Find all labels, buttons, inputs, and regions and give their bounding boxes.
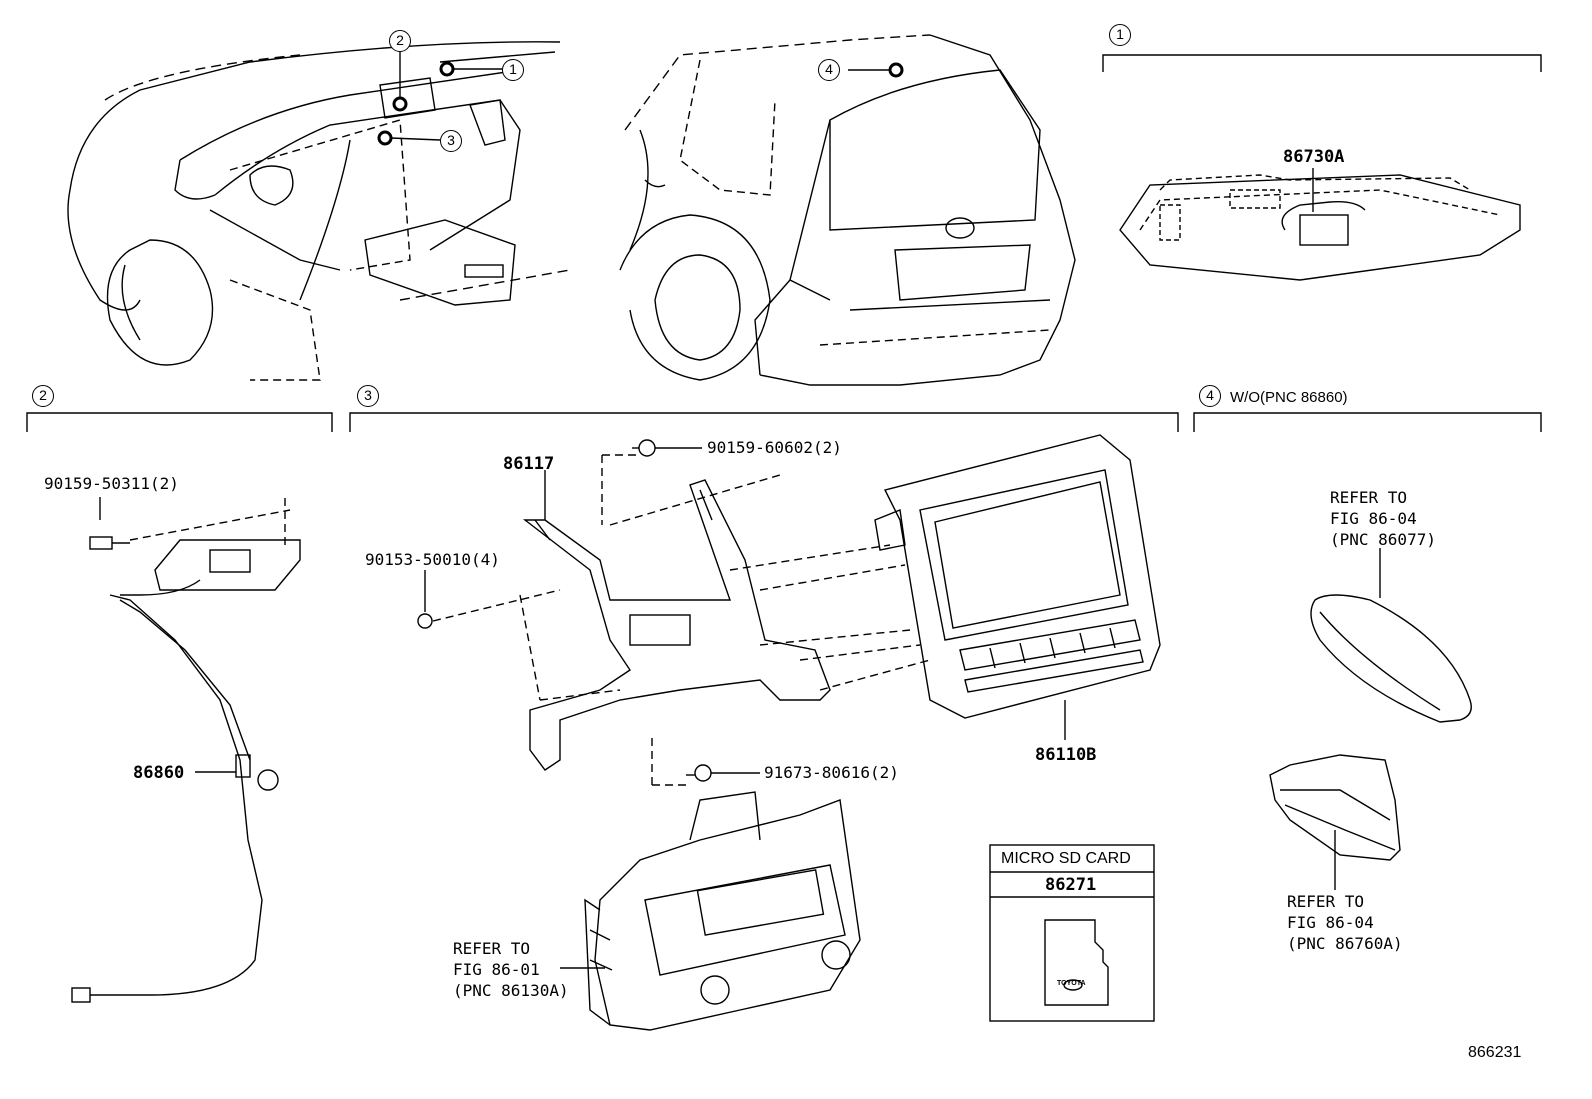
part-86730A: 86730A [1283, 147, 1345, 167]
refer-note-bottom-right-line1: REFER TO [1287, 892, 1365, 911]
section-3-group [349, 412, 1179, 786]
part-86117: 86117 [503, 454, 555, 474]
refer-note-mid-line1: REFER TO [453, 939, 531, 958]
section-2-marker: 2 [32, 385, 54, 407]
figure-number: 866231 [1468, 1044, 1522, 1061]
section-4-condition: W/O(PNC 86860) [1230, 389, 1348, 406]
refer-note-bottom-right-line3: (PNC 86760A) [1287, 934, 1403, 953]
callout-2: 2 [389, 30, 411, 52]
section-2-group [26, 412, 333, 1003]
refer-note-top-right-line2: FIG 86-04 [1330, 509, 1417, 528]
section-4-group [1193, 412, 1542, 890]
part-86860: 86860 [133, 763, 185, 783]
part-90159-50311: 90159-50311(2) [44, 474, 179, 493]
section-1-group [1102, 54, 1542, 281]
refer-note-bottom-right-line2: FIG 86-04 [1287, 913, 1374, 932]
cabin-interior-illustration [67, 41, 571, 381]
part-86110B: 86110B [1035, 745, 1097, 765]
callout-4: 4 [818, 59, 840, 81]
part-90153-50010: 90153-50010(4) [365, 550, 500, 569]
sd-card-box [989, 844, 1155, 1022]
refer-note-top-right-line3: (PNC 86077) [1330, 530, 1436, 549]
part-86271: 86271 [1045, 875, 1097, 895]
audio-unit-illustration [560, 791, 861, 1031]
refer-note-top-right-line1: REFER TO [1330, 488, 1408, 507]
section-4-marker: 4 [1199, 385, 1221, 407]
callout-1: 1 [502, 59, 524, 81]
section-3-marker: 3 [357, 385, 379, 407]
toyota-logo-text: TOYOTA [1057, 980, 1086, 987]
sd-card-header: MICRO SD CARD [1001, 850, 1131, 867]
vehicle-rear-illustration [619, 34, 1076, 386]
section-1-marker: 1 [1109, 24, 1131, 46]
refer-note-mid-line2: FIG 86-01 [453, 960, 540, 979]
refer-note-mid-line3: (PNC 86130A) [453, 981, 569, 1000]
callout-3: 3 [440, 130, 462, 152]
part-90159-60602: 90159-60602(2) [707, 438, 842, 457]
part-91673-80616: 91673-80616(2) [764, 763, 899, 782]
